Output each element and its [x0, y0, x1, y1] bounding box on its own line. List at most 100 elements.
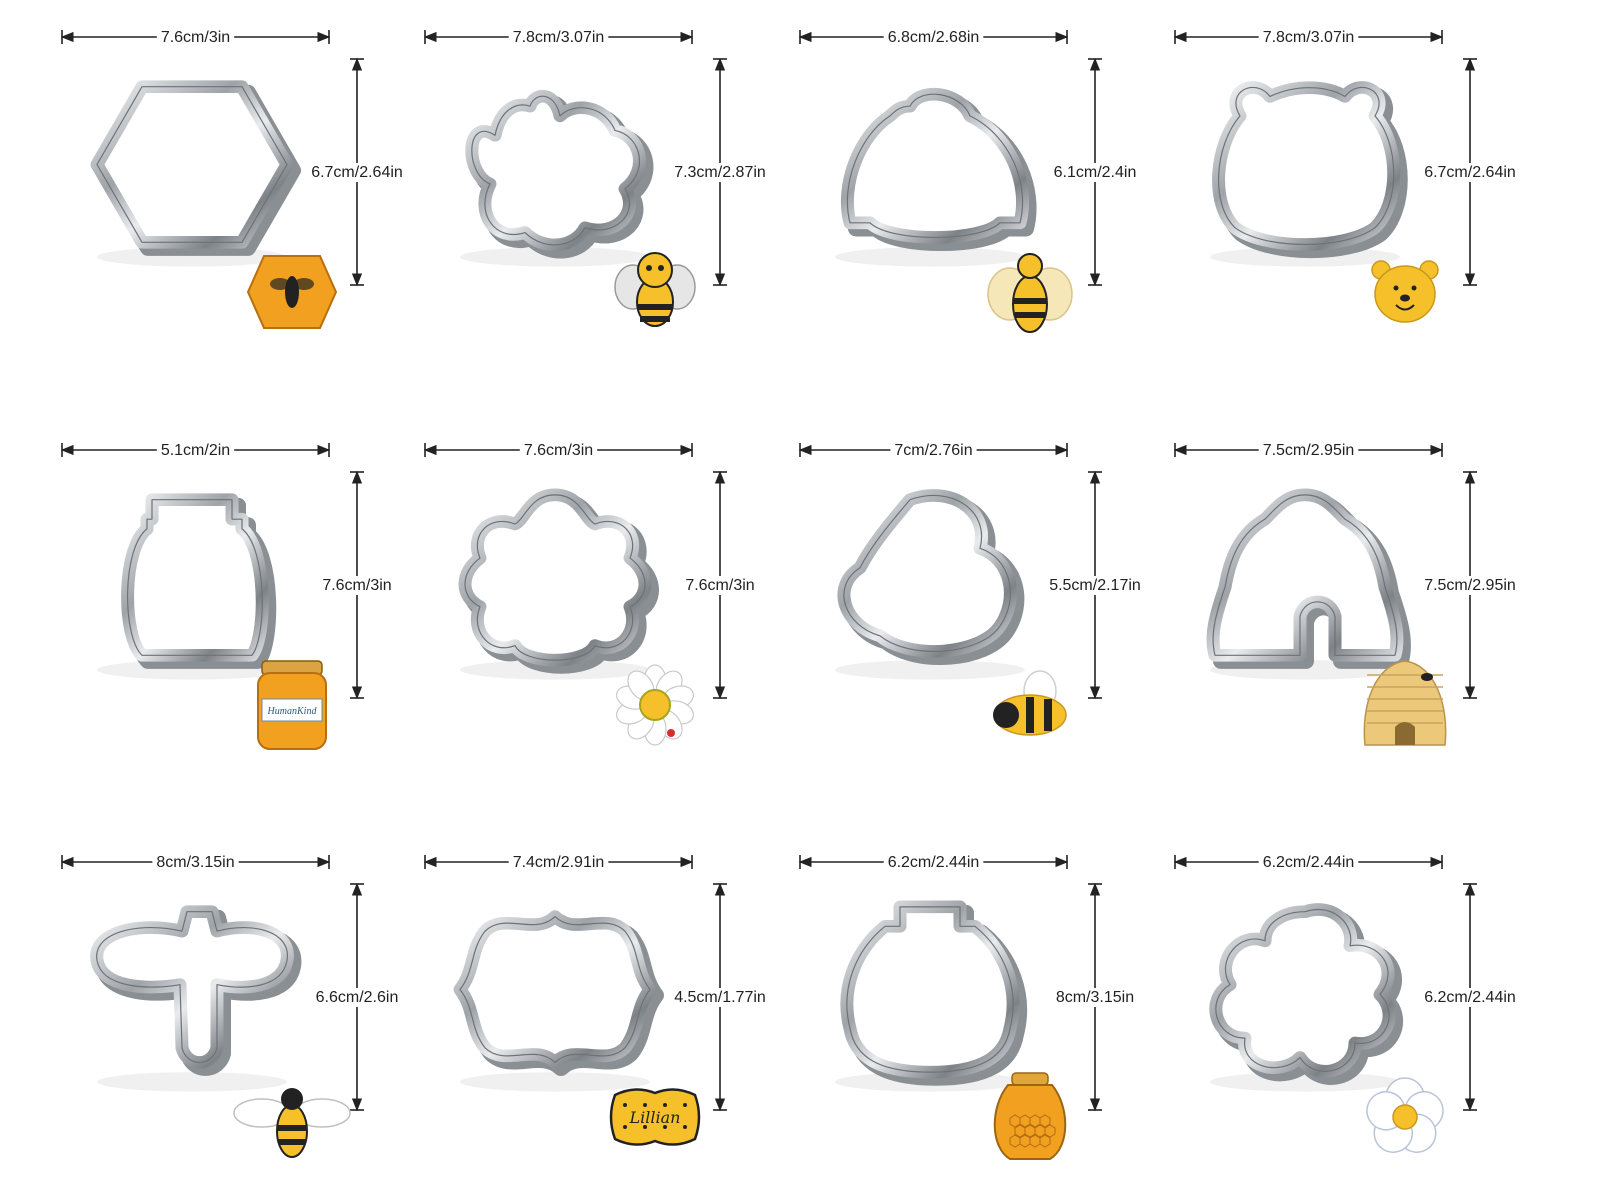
cutter-10-cutter-shape-rim	[453, 910, 657, 1069]
cutter-12-cutter-shape	[1209, 903, 1404, 1092]
cutter-7-cutter-shape-edge	[843, 494, 1011, 652]
cutter-3-cutter-shape-edge	[846, 93, 1024, 238]
cutter-7-cutter-shape	[835, 489, 1025, 680]
honeycomb-bee-cookie	[246, 255, 338, 329]
cutter-12-cutter-shape-shadow	[1210, 1072, 1400, 1092]
cutter-2-cutter-shape-rim	[465, 90, 646, 252]
cutter-7-cell: 7cm/2.76in 5.5cm/2.17in	[798, 441, 1145, 736]
cutter-11-width-dimension-label-bg	[883, 853, 984, 872]
cutter-12-cutter-shape-edge	[1215, 909, 1390, 1072]
cutter-10-width-dimension-label-bg	[508, 853, 609, 872]
cutter-3-width-dimension-label-bg	[883, 28, 984, 47]
honey-pot-cookie	[993, 1072, 1067, 1160]
cutter-3-width-dimension-label: 6.8cm/2.68in	[888, 29, 980, 46]
cutter-8-cell: 7.5cm/2.95in 7.5cm/2.95in	[1173, 441, 1520, 746]
plaque-cookie: Lillian	[609, 1088, 701, 1146]
cutter-12-width-dimension-label-bg	[1258, 853, 1359, 872]
flying-bee-cookie	[233, 1088, 351, 1158]
cutter-2-height-dimension-label-bg	[670, 163, 770, 182]
cutter-3-cutter-shape	[835, 87, 1037, 267]
cutter-5-cutter-shape-edge	[126, 499, 263, 656]
cutter-9-width-dimension-label-bg	[152, 853, 239, 872]
cutter-3-height-dimension-label-bg	[1049, 163, 1141, 182]
cutter-11-cutter-shape-rim	[840, 900, 1020, 1079]
cutter-9-height-dimension-label: 6.6cm/2.6in	[316, 989, 399, 1006]
cutter-8-height-dimension-label: 7.5cm/2.95in	[1424, 577, 1516, 594]
beehive-cookie	[1363, 660, 1447, 746]
cutter-6-width-dimension-label-bg	[519, 441, 598, 460]
cutter-3-cutter-shape-shadow	[835, 247, 1025, 267]
cutter-5-height-dimension-label-bg	[318, 576, 396, 595]
cutter-1-height-dimension-label: 6.7cm/2.64in	[311, 164, 403, 181]
cutter-4-height-dimension-label: 6.7cm/2.64in	[1424, 164, 1516, 181]
honey-jar-cookie: HumanKind	[257, 660, 327, 750]
cutter-4-width-dimension-label-bg	[1258, 28, 1359, 47]
cutter-6-cutter-shape-edge	[464, 494, 646, 661]
cutter-3-height-dimension-label: 6.1cm/2.4in	[1054, 164, 1137, 181]
cutter-4-width-dimension-label: 7.8cm/3.07in	[1263, 29, 1355, 46]
cutter-8-width-dimension-label-bg	[1258, 441, 1359, 460]
cutter-8-height-dimension-label-bg	[1420, 576, 1520, 595]
cutter-1-cutter-shape	[90, 80, 301, 267]
cutter-4-cutter-shape	[1210, 81, 1408, 267]
cutter-8-cutter-shape	[1206, 488, 1411, 680]
bee-cookie	[987, 253, 1073, 333]
cutter-10-cookie-text: Lillian	[629, 1108, 681, 1127]
cutter-8-width-dimension-label: 7.5cm/2.95in	[1263, 442, 1355, 459]
cutter-6-cutter-shape	[458, 488, 659, 680]
cutter-8-cutter-shape-edge	[1212, 494, 1398, 656]
cutter-11-cutter-shape	[835, 900, 1027, 1092]
cutter-1-cutter-shape-rim	[90, 80, 294, 249]
cutter-9-height-dimension-label-bg	[311, 988, 403, 1007]
cutter-7-width-dimension-label: 7cm/2.76in	[894, 442, 972, 459]
cutter-7-width-dimension-label-bg	[890, 441, 977, 460]
cutter-5-height-dimension-label: 7.6cm/3in	[322, 577, 391, 594]
cartoon-bee-cookie	[614, 252, 696, 327]
cutter-7-height-dimension-label-bg	[1045, 576, 1145, 595]
cutter-8-cutter-shape-rim	[1206, 488, 1404, 662]
cutter-11-height-dimension-label-bg	[1051, 988, 1139, 1007]
cutter-11-cutter-shape-edge	[846, 906, 1014, 1073]
cutter-12-cell: 6.2cm/2.44in 6.2cm/2.44in	[1173, 853, 1520, 1153]
cutter-4-height-dimension-label-bg	[1420, 163, 1520, 182]
cutter-4-cutter-shape-edge	[1218, 86, 1395, 245]
blossom-cookie	[1366, 1077, 1444, 1153]
cutter-10-height-dimension-label: 4.5cm/1.77in	[674, 989, 766, 1006]
cutter-12-width-dimension-label: 6.2cm/2.44in	[1263, 854, 1355, 871]
cutter-10-height-dimension-label-bg	[670, 988, 770, 1007]
cutter-1-cell: 7.6cm/3in 6.7cm/2.64in	[60, 28, 407, 329]
cutter-2-cutter-shape	[460, 90, 654, 267]
cutter-3-cell: 6.8cm/2.68in 6.1cm/2.4in	[798, 28, 1141, 333]
cutter-5-width-dimension-label-bg	[156, 441, 235, 460]
cutter-9-cutter-shape-rim	[90, 905, 294, 1069]
cutter-10-cutter-shape-edge	[459, 915, 651, 1063]
cutter-1-cutter-shape-edge	[96, 86, 288, 243]
cutter-6-cutter-shape-rim	[458, 488, 652, 667]
cutter-5-cutter-shape	[97, 493, 287, 680]
cutter-1-width-dimension-label: 7.6cm/3in	[161, 29, 230, 46]
cutter-5-width-dimension-label: 5.1cm/2in	[161, 442, 230, 459]
bee-side-cookie	[993, 670, 1067, 736]
cutter-9-cutter-shape-edge	[96, 911, 288, 1063]
cutter-11-width-dimension-label: 6.2cm/2.44in	[888, 854, 980, 871]
cutter-9-cell: 8cm/3.15in 6.6cm/2.6in	[60, 853, 403, 1158]
cutter-4-cutter-shape-rim	[1212, 81, 1401, 251]
cutter-12-height-dimension-label: 6.2cm/2.44in	[1424, 989, 1516, 1006]
cutter-3-cutter-shape-rim	[840, 87, 1030, 244]
cutter-6-width-dimension-label: 7.6cm/3in	[524, 442, 593, 459]
cutter-4-cell: 7.8cm/3.07in 6.7cm/2.64in	[1173, 28, 1520, 323]
cutter-2-cutter-shape-edge	[471, 95, 641, 246]
cutter-1-width-dimension-label-bg	[156, 28, 235, 47]
cutter-9-cutter-shape-shadow	[97, 1072, 287, 1092]
cutter-10-cutter-shape-shadow	[460, 1072, 650, 1092]
bear-face-cookie	[1371, 260, 1439, 323]
cutter-9-width-dimension-label: 8cm/3.15in	[156, 854, 234, 871]
cutter-5-cookie-text: HumanKind	[267, 706, 318, 717]
cutter-7-height-dimension-label: 5.5cm/2.17in	[1049, 577, 1141, 594]
